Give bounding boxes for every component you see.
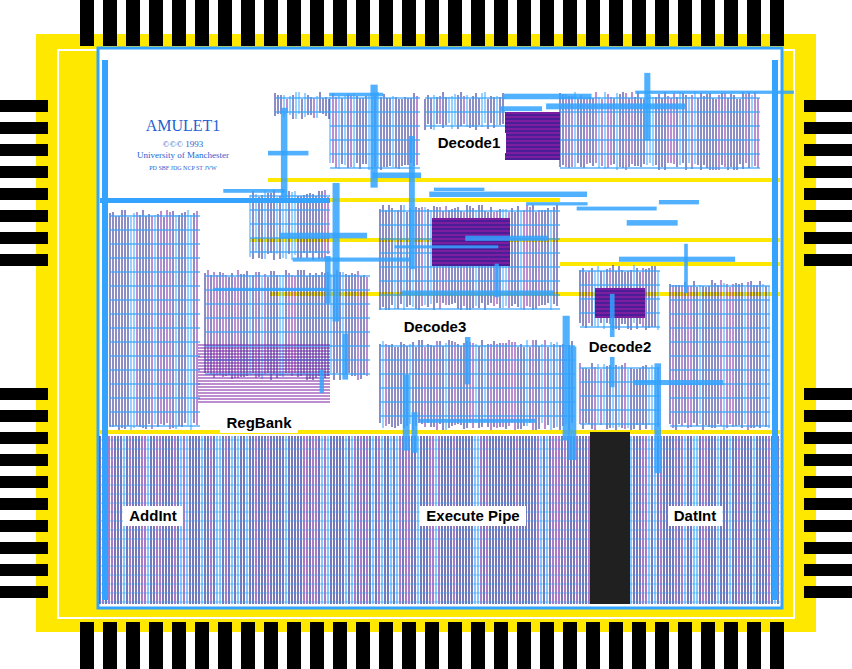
- block-label: Decode2: [583, 337, 658, 358]
- chip-name: AMULET1: [146, 117, 221, 135]
- circuit-layout: [100, 60, 794, 604]
- designer-initials: PD SBF JDG NCP ST JVW: [149, 165, 217, 172]
- block-label: Decode1: [432, 133, 507, 154]
- die-outline: [98, 48, 782, 608]
- block-label: Execute Pipe: [420, 506, 525, 527]
- block-label: Decode3: [398, 317, 473, 338]
- block-label: RegBank: [220, 413, 297, 434]
- block-label: AddInt: [123, 506, 182, 527]
- block-label: DatInt: [668, 506, 723, 527]
- institution-name: University of Manchester: [137, 151, 229, 161]
- copyright-line: ©©© 1993: [163, 140, 204, 150]
- pad-ring: [36, 34, 816, 632]
